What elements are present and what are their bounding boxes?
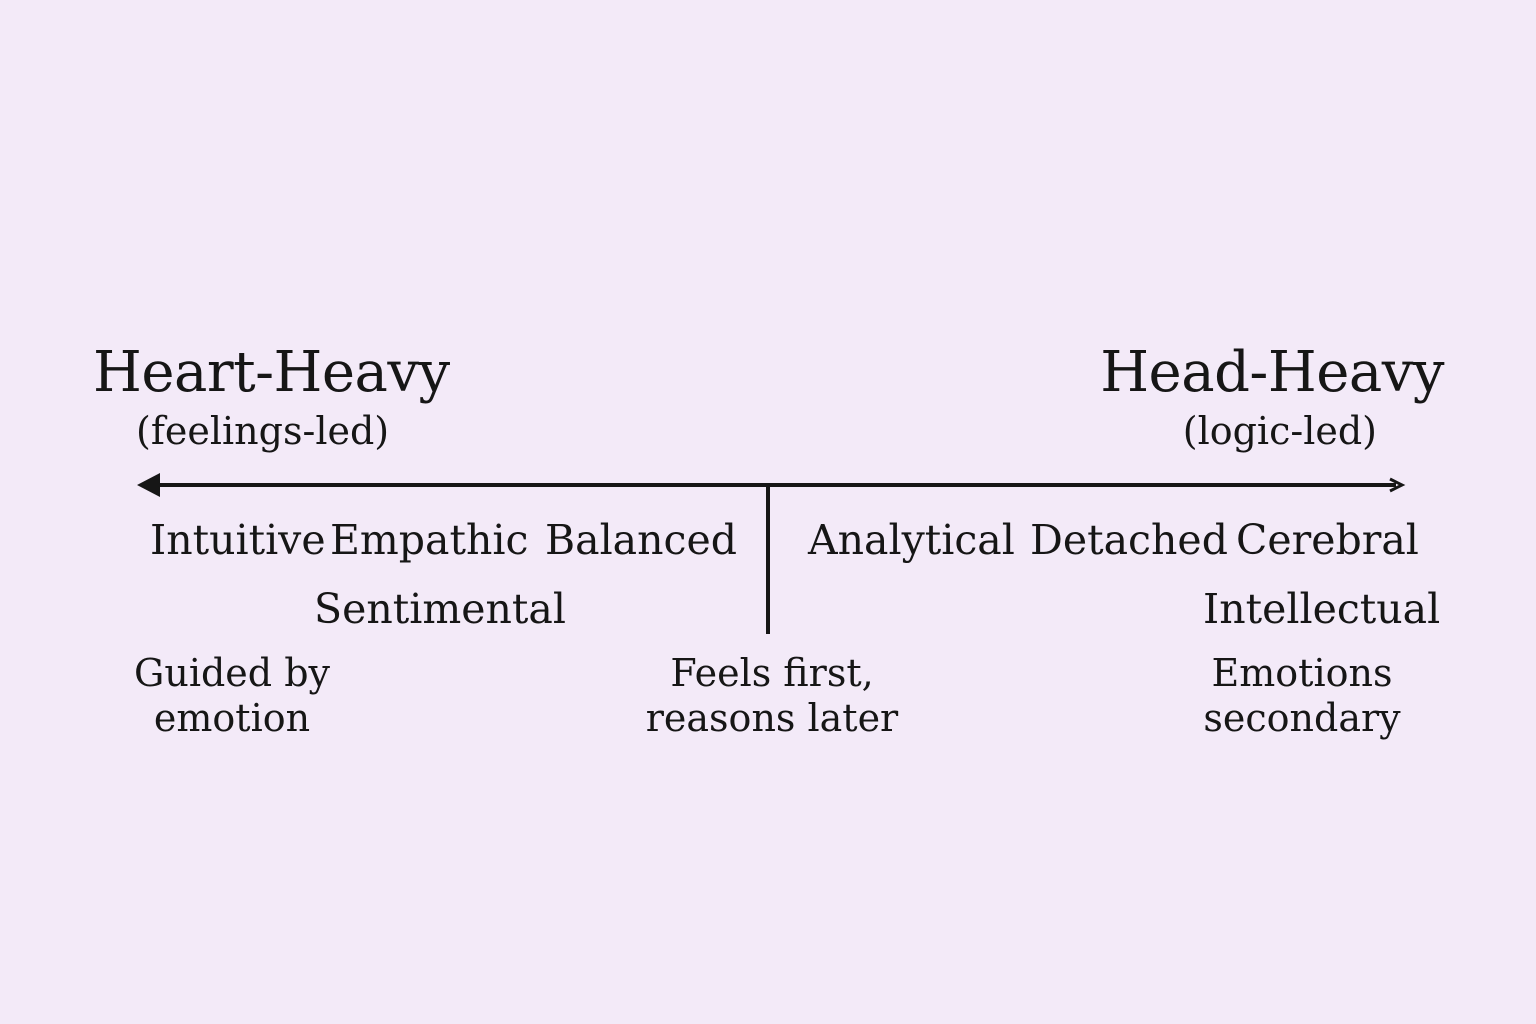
term-detached: Detached xyxy=(1030,516,1228,564)
left-pole-subtitle: (feelings-led) xyxy=(136,409,390,453)
term-empathic: Empathic xyxy=(330,516,529,564)
right-arrowhead xyxy=(1389,477,1406,493)
right-description-line-1: Emotions xyxy=(1211,651,1393,695)
center-description-line-1: Feels first, xyxy=(670,651,874,695)
center-description-line-2: reasons later xyxy=(645,696,899,740)
term-intellectual: Intellectual xyxy=(1203,585,1441,633)
term-cerebral: Cerebral xyxy=(1236,516,1419,564)
left-description: Guided by emotion xyxy=(82,651,382,741)
left-pole-title: Heart-Heavy xyxy=(93,340,450,405)
term-balanced: Balanced xyxy=(545,516,738,564)
left-description-line-2: emotion xyxy=(153,696,311,740)
term-intuitive: Intuitive xyxy=(150,516,326,564)
right-pole-title: Head-Heavy xyxy=(1100,340,1444,405)
right-description: Emotions secondary xyxy=(1152,651,1452,741)
center-description: Feels first, reasons later xyxy=(622,651,922,741)
left-description-line-1: Guided by xyxy=(134,651,330,695)
term-analytical: Analytical xyxy=(808,516,1015,564)
term-sentimental: Sentimental xyxy=(314,585,566,633)
left-arrowhead xyxy=(137,473,160,497)
right-pole-subtitle: (logic-led) xyxy=(1182,409,1377,453)
right-description-line-2: secondary xyxy=(1203,696,1401,740)
